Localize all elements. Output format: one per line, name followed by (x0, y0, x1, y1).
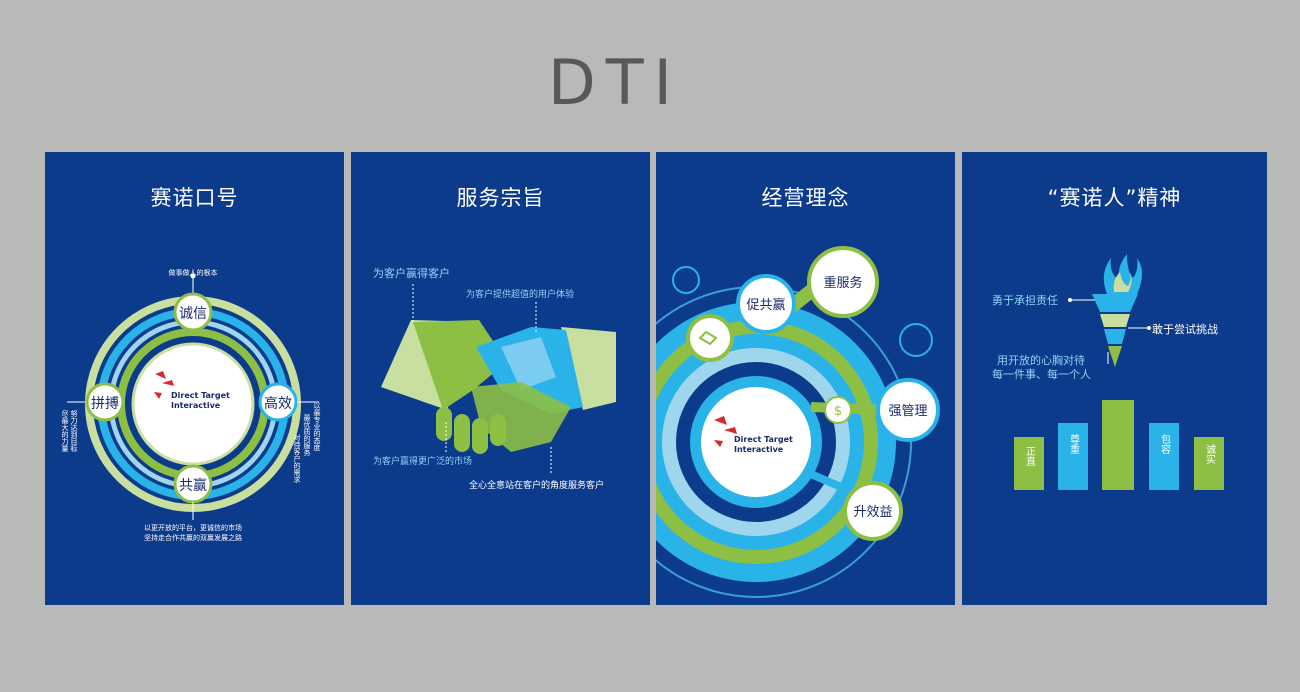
spirit-note-1: 勇于承担责任 (992, 293, 1058, 307)
panel-title: 经营理念 (761, 186, 850, 210)
logo-mark (714, 416, 737, 447)
logo-mark (154, 371, 174, 399)
service-label-3: 为客户赢得更广泛的市场 (373, 455, 472, 467)
bubble-win-win-label: 促共赢 (746, 297, 785, 313)
bar-respect-label: 尊重 (1068, 433, 1080, 454)
panel-title: “赛诺人”精神 (1047, 186, 1182, 210)
bubble-service-label: 重服务 (823, 275, 862, 291)
service-label-2: 为客户提供超值的用户体验 (466, 288, 574, 300)
logo-text-line1: Direct Target (734, 435, 793, 444)
service-label-4: 全心全意站在客户的角度服务客户 (469, 479, 604, 491)
panel-philosophy: 经营理念 促共赢 重服务 强管理 升效益 $ Direct Target Int… (656, 152, 955, 605)
note-right-3: 对待客户的需求 (293, 433, 301, 483)
dollar-icon (824, 396, 852, 424)
slogan-ring-diagram: Direct Target Interactive 诚信 高效 共赢 拼搏 做事… (61, 268, 321, 542)
page-title: DTI (548, 46, 682, 119)
bubble-service (807, 246, 879, 318)
node-top (173, 292, 213, 332)
handshake-icon (686, 314, 734, 362)
spirit-diagram: 勇于承担责任 敢于尝试挑战 用开放的心胸对待 每一件事、每一个人 正直 尊重 包… (992, 254, 1224, 490)
bubble-benefit-label: 升效益 (853, 505, 892, 520)
logo-text-line2: Interactive (734, 445, 784, 454)
bar-tolerance (1149, 423, 1179, 490)
note-right-1: 以最专业的态度 (313, 402, 321, 452)
bubble-management (876, 378, 940, 442)
bar-respect (1058, 423, 1088, 490)
logo-text-line1: Direct Target (171, 391, 230, 400)
panel-slogan: 赛诺口号 Direct Target Interactive 诚信 高效 共赢 … (45, 152, 344, 605)
handshake-illustration: 为客户赢得客户 为客户提供超值的用户体验 为客户赢得更广泛的市场 全心全意站在客… (373, 266, 616, 491)
panel-title: 赛诺口号 (150, 186, 239, 210)
panel-spirit: “赛诺人”精神 勇于承担责任 敢于尝试挑战 用开放的心胸对待 每一件事、每一个人… (962, 152, 1267, 605)
node-left (85, 382, 125, 422)
note-bottom-1: 以更开放的平台，更诚信的市场 (144, 523, 242, 532)
node-right (258, 382, 298, 422)
bubble-benefit (843, 481, 903, 541)
node-top-label: 诚信 (179, 306, 207, 322)
panel-service: 服务宗旨 为客户赢得客户 为客户提供超值的用户体验 为客户赢得更广泛的市场 全心… (351, 152, 650, 605)
spirit-note-3-line1: 用开放的心胸对待 (997, 353, 1085, 367)
dollar-glyph: $ (834, 404, 842, 419)
node-left-label: 拼搏 (91, 395, 119, 412)
philosophy-diagram: 促共赢 重服务 强管理 升效益 $ Direct Target Interact… (656, 246, 940, 598)
note-bottom-2: 坚持走合作共赢的双赢发展之路 (144, 533, 242, 542)
node-bottom-label: 共赢 (179, 477, 207, 494)
node-right-label: 高效 (264, 395, 292, 412)
logo-text-line2: Interactive (171, 401, 221, 410)
bar-honesty (1194, 437, 1224, 490)
bubble-management-label: 强管理 (888, 404, 927, 419)
bar-integrity-label: 正直 (1024, 446, 1036, 466)
spirit-note-2: 敢于尝试挑战 (1152, 322, 1218, 336)
note-left-2: 努力达到目标 (70, 409, 78, 453)
spirit-note-3-line2: 每一件事、每一个人 (992, 367, 1091, 381)
note-right-2: 最优质的服务 (303, 414, 311, 457)
bubble-win-win (736, 274, 796, 334)
note-top: 做事做人的根本 (169, 268, 218, 277)
bar-tolerance-label: 包容 (1159, 433, 1171, 455)
bar-honesty-label: 诚实 (1204, 444, 1216, 465)
torch-icon (1092, 254, 1142, 367)
panel-title: 服务宗旨 (456, 186, 545, 210)
service-label-1: 为客户赢得客户 (373, 266, 450, 280)
bar-integrity (1014, 437, 1044, 490)
note-left-1: 尽最大的力量 (61, 410, 69, 452)
bar-center (1102, 400, 1134, 490)
